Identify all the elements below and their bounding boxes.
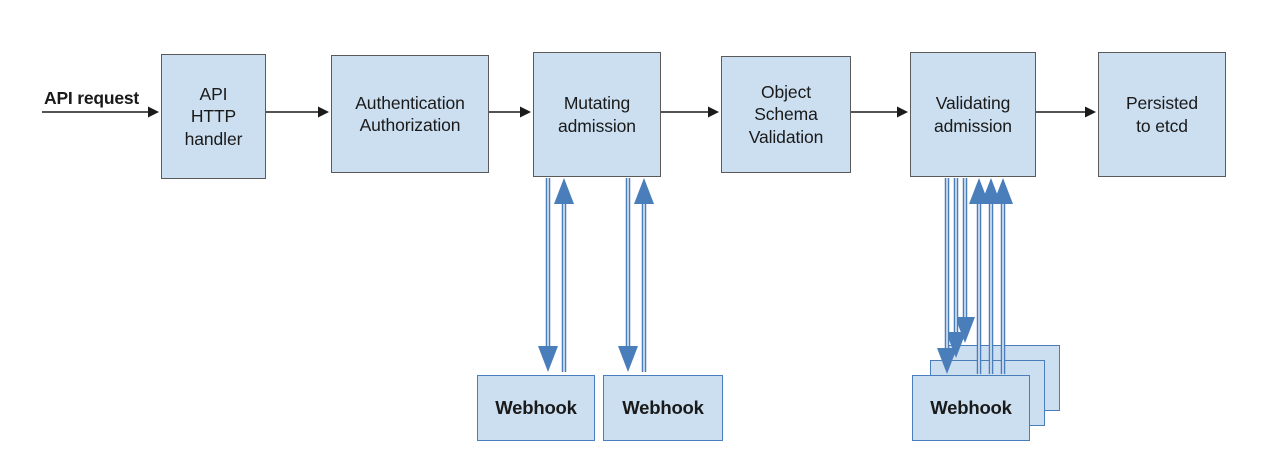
node-object-schema-validation[interactable]: Object Schema Validation bbox=[721, 56, 851, 173]
webhook-box-mutating-2[interactable]: Webhook bbox=[603, 375, 723, 441]
node-label: API HTTP handler bbox=[184, 83, 243, 149]
webhook-box-validating-1[interactable]: Webhook bbox=[912, 375, 1030, 441]
node-validating-admission[interactable]: Validating admission bbox=[910, 52, 1036, 177]
node-api-http-handler[interactable]: API HTTP handler bbox=[161, 54, 266, 179]
node-persisted-to-etcd[interactable]: Persisted to etcd bbox=[1098, 52, 1226, 177]
node-label: Validating admission bbox=[934, 93, 1012, 136]
webhook-box-mutating-1[interactable]: Webhook bbox=[477, 375, 595, 441]
webhook-label: Webhook bbox=[930, 397, 1012, 418]
node-label: Persisted to etcd bbox=[1125, 93, 1199, 136]
webhook-label: Webhook bbox=[495, 397, 577, 418]
webhook-label: Webhook bbox=[622, 397, 704, 418]
node-mutating-admission[interactable]: Mutating admission bbox=[533, 52, 661, 177]
node-label: Authentication Authorization bbox=[355, 92, 465, 135]
edge-label-api-request: API request bbox=[44, 88, 140, 108]
node-authentication-authorization[interactable]: Authentication Authorization bbox=[331, 55, 489, 173]
node-label: Object Schema Validation bbox=[748, 81, 824, 147]
node-label: Mutating admission bbox=[558, 93, 636, 136]
